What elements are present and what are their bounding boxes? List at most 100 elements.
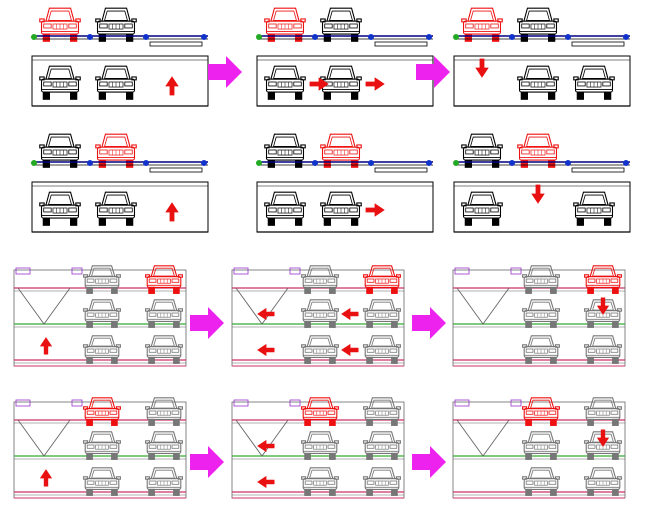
car-wheel (86, 418, 93, 426)
flow-arrow-icon (190, 446, 224, 478)
car-wheel (329, 286, 336, 294)
flow-arrow-shape (190, 307, 224, 339)
arrow-shape (341, 343, 359, 357)
car-wheel (525, 356, 532, 364)
car-headlight (587, 312, 596, 317)
car-wheel (42, 91, 50, 100)
car-headlight (525, 410, 534, 415)
car-headlight (546, 81, 555, 87)
car-body (146, 478, 182, 490)
arrow-shape (596, 429, 610, 447)
car (584, 467, 622, 496)
car-headlight (99, 23, 108, 29)
car-headlight (389, 278, 398, 283)
car-headlight (366, 480, 375, 485)
car-wheel (464, 33, 472, 42)
car (301, 467, 339, 496)
car-wheel (86, 356, 93, 364)
car-windshield (153, 337, 175, 347)
car-headlight (525, 348, 534, 353)
car (573, 65, 615, 100)
direction-arrow-icon (365, 203, 385, 217)
car-body (146, 346, 182, 358)
car-body (265, 78, 305, 93)
car-wheel (304, 488, 311, 496)
marker (510, 267, 522, 275)
car-wheel (329, 356, 336, 364)
car-windshield (530, 301, 552, 311)
car-headlight (490, 23, 499, 29)
car-windshield (91, 301, 113, 311)
direction-arrow-icon (165, 202, 179, 222)
flow-arrow-icon (412, 307, 446, 339)
car-wheel (604, 91, 612, 100)
car-windshield (153, 267, 175, 277)
car-wheel (576, 91, 584, 100)
brace (17, 287, 71, 325)
car-body (321, 20, 361, 35)
car-body (84, 408, 120, 420)
car-headlight (327, 444, 336, 449)
brace (235, 287, 289, 325)
car-wheel (587, 286, 594, 294)
car-wheel (111, 356, 118, 364)
arrow-shape (39, 469, 53, 487)
car-windshield (309, 433, 331, 443)
rail-post (312, 34, 318, 40)
flow-arrow-shape (412, 446, 446, 478)
car-wheel (612, 418, 619, 426)
car-body (523, 478, 559, 490)
car (584, 431, 622, 460)
marker (233, 267, 249, 275)
car-windshield (48, 194, 72, 205)
rail-post (201, 34, 207, 40)
car-windshield (470, 136, 494, 147)
car-windshield (91, 399, 113, 409)
car-wheel (366, 356, 373, 364)
car-body (523, 276, 559, 288)
rail-post (31, 34, 37, 40)
arrow-shape (475, 58, 489, 78)
car-headlight (43, 207, 52, 213)
car-headlight (148, 444, 157, 449)
car-wheel (329, 488, 336, 496)
car-headlight (577, 207, 586, 213)
car (83, 265, 121, 294)
car-wheel (329, 418, 336, 426)
car-windshield (582, 68, 606, 79)
direction-arrow-icon (257, 475, 275, 489)
car-wheel (587, 488, 594, 496)
car-headlight (521, 81, 530, 87)
car-wheel (587, 452, 594, 460)
car-headlight (327, 480, 336, 485)
car-headlight (148, 480, 157, 485)
car-wheel (323, 159, 331, 168)
rail-post (426, 34, 432, 40)
car (301, 335, 339, 364)
platform-tray (374, 41, 428, 47)
car-body (84, 478, 120, 490)
direction-arrow-icon (257, 343, 275, 357)
car-wheel (86, 452, 93, 460)
car-wheel (173, 286, 180, 294)
car-wheel (351, 33, 359, 42)
rail-post (312, 160, 318, 166)
rail-post (256, 34, 262, 40)
car-wheel (70, 33, 78, 42)
car-body (146, 408, 182, 420)
car (584, 265, 622, 294)
car (461, 133, 503, 168)
car-headlight (548, 444, 557, 449)
car-body (364, 276, 400, 288)
car-headlight (327, 278, 336, 283)
car-headlight (68, 81, 77, 87)
arrow-shape (257, 343, 275, 357)
car-wheel (267, 159, 275, 168)
car (301, 299, 339, 328)
car-headlight (389, 480, 398, 485)
car-headlight (389, 348, 398, 353)
car-headlight (304, 410, 313, 415)
arrow-shape (341, 307, 359, 321)
car-headlight (86, 278, 95, 283)
lift-panel-triple (452, 265, 626, 367)
